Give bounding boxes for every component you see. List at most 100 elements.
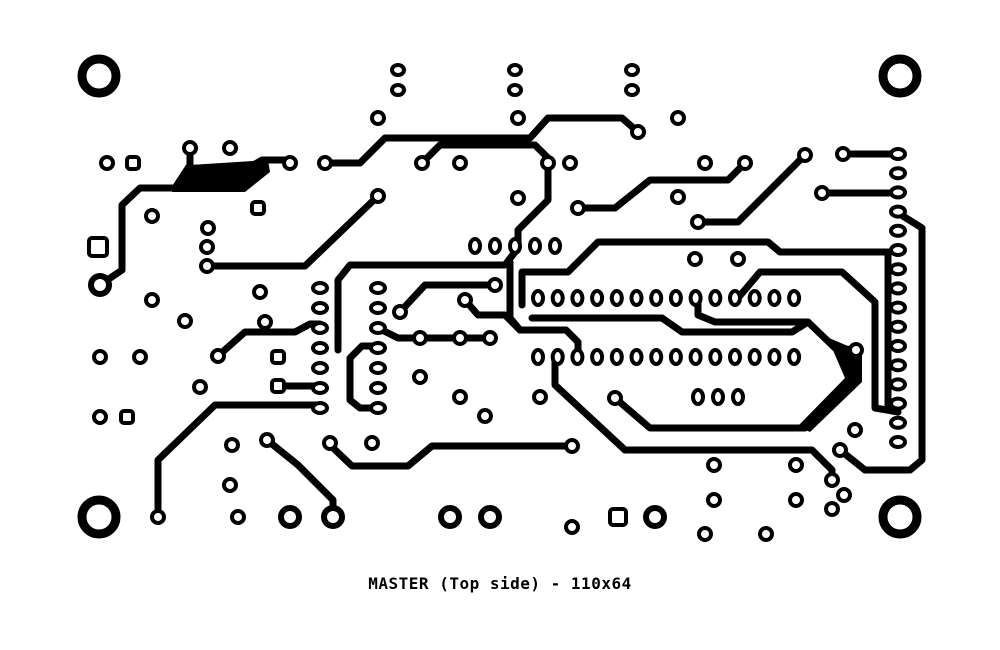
pad-icon <box>607 390 623 406</box>
pad-icon <box>257 314 273 330</box>
pad-icon <box>369 301 387 315</box>
pad-icon <box>222 477 238 493</box>
pad-icon <box>624 63 640 77</box>
pad-icon <box>688 289 703 307</box>
pad-icon <box>369 381 387 395</box>
pad-icon <box>889 204 907 219</box>
pad-icon <box>477 408 493 424</box>
pad-icon <box>510 110 526 126</box>
pad-icon <box>87 236 109 258</box>
pad-icon <box>889 377 907 392</box>
pad-icon <box>88 273 112 297</box>
pad-icon <box>570 348 585 366</box>
trace <box>321 114 642 167</box>
pour-group <box>172 160 862 432</box>
pad-icon <box>199 239 215 255</box>
pad-icon <box>144 292 160 308</box>
mounting-hole-group <box>77 54 922 539</box>
pad-icon <box>222 140 238 156</box>
pad-icon <box>670 110 686 126</box>
pad-icon <box>370 110 386 126</box>
pad-icon <box>708 289 723 307</box>
pad-icon <box>690 214 706 230</box>
pad-icon <box>728 348 742 366</box>
pad-icon <box>468 237 482 255</box>
pad-icon <box>528 237 542 255</box>
pad-icon <box>630 124 646 140</box>
pad-icon <box>531 348 545 366</box>
pad-icon <box>230 509 246 525</box>
pad-icon <box>649 289 664 307</box>
pad-icon <box>570 289 585 307</box>
pad-icon <box>889 415 907 430</box>
pad-icon <box>668 289 683 307</box>
pad-icon <box>508 237 522 255</box>
pad-icon <box>889 319 907 334</box>
trace <box>506 258 582 360</box>
pad-icon <box>369 321 387 335</box>
ring-icon <box>878 495 922 539</box>
pad-icon <box>321 505 345 529</box>
pad-icon <box>370 188 386 204</box>
pad-icon <box>711 388 725 406</box>
pad-icon <box>311 401 329 415</box>
pad-icon <box>259 432 275 448</box>
ring-icon <box>77 54 121 98</box>
pad-icon <box>788 457 804 473</box>
pad-icon <box>609 348 624 366</box>
pad-icon <box>788 492 804 508</box>
pad-icon <box>192 379 208 395</box>
pad-icon <box>369 341 387 355</box>
pad-icon <box>570 200 586 216</box>
pad-icon <box>697 526 713 542</box>
pad-icon <box>847 422 863 438</box>
pad-icon <box>119 409 135 425</box>
pad-icon <box>706 492 722 508</box>
pad-icon <box>531 289 545 307</box>
pad-icon <box>889 185 907 200</box>
pad-icon <box>311 301 329 315</box>
trace <box>694 151 809 226</box>
pad-icon <box>670 189 686 205</box>
pad-icon <box>649 348 664 366</box>
pad-icon <box>624 83 640 97</box>
pad-icon <box>737 155 753 171</box>
pad-icon <box>548 237 562 255</box>
pad-icon <box>369 401 387 415</box>
pad-icon <box>507 63 523 77</box>
pad-icon <box>550 289 565 307</box>
trace <box>263 436 337 522</box>
pad-icon <box>317 155 333 171</box>
pad-icon <box>488 237 502 255</box>
pad-icon <box>609 289 624 307</box>
pad-icon <box>889 147 907 161</box>
trace-group <box>96 114 926 522</box>
pad-icon <box>412 330 428 346</box>
pad-icon <box>199 258 215 274</box>
pad-icon <box>322 435 338 451</box>
trace <box>374 324 494 342</box>
trace <box>346 342 382 412</box>
pad-icon <box>311 361 329 375</box>
pad-icon <box>747 348 762 366</box>
pad-icon <box>889 339 907 353</box>
trace <box>396 281 499 316</box>
pad-icon <box>889 166 907 181</box>
pad-icon <box>311 281 329 295</box>
pad-icon <box>392 304 408 320</box>
trace <box>326 441 576 470</box>
pad-icon <box>668 348 683 366</box>
pad-icon <box>125 155 141 171</box>
trace <box>574 159 749 212</box>
pad-icon <box>182 140 198 156</box>
pad-icon <box>482 330 498 346</box>
pad-icon <box>590 289 605 307</box>
pad-icon <box>629 289 644 307</box>
pad-icon <box>889 435 907 449</box>
pad-icon <box>814 185 830 201</box>
pad-icon <box>150 509 166 525</box>
pad-icon <box>250 200 266 216</box>
pad-icon <box>787 348 802 366</box>
trace <box>518 238 902 416</box>
